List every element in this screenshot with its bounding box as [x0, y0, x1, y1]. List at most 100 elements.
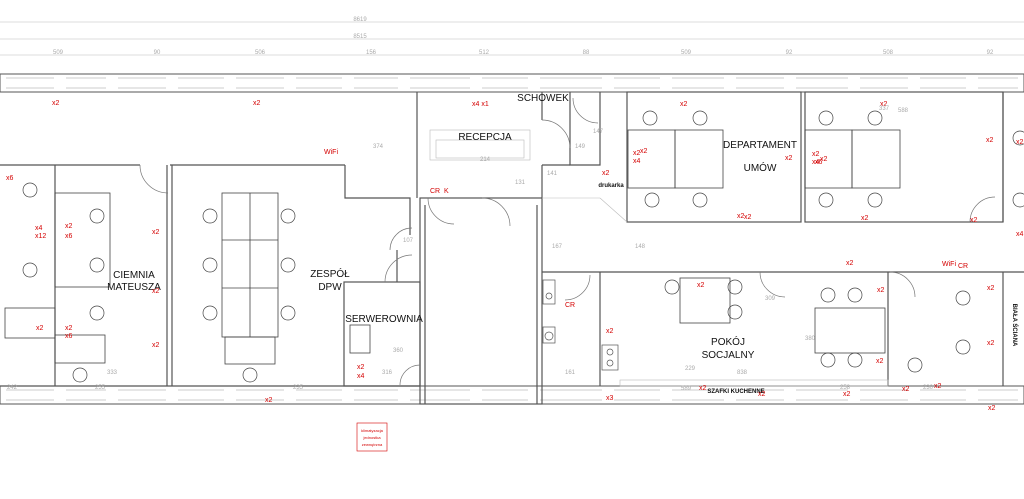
- socket-count-label: x6: [65, 333, 73, 340]
- room-dimension: 333: [107, 370, 118, 376]
- badge-cr: CR: [565, 302, 575, 309]
- room-dimension: 316: [382, 370, 393, 376]
- badge-wifi: WiFi: [324, 149, 338, 156]
- socket-count-label: x4: [812, 159, 820, 166]
- socket-count-label: x2: [152, 342, 160, 349]
- room-dimension: 360: [393, 348, 404, 354]
- chair-icon: [847, 352, 863, 368]
- socket-count-label: x6: [815, 159, 823, 166]
- chair-icon: [955, 290, 971, 306]
- chair-icon: [727, 279, 743, 295]
- room-label-zespol-line1: ZESPÓŁ: [310, 267, 350, 280]
- segment-dim: 509: [53, 50, 64, 56]
- socket-count-label: x12: [35, 233, 46, 240]
- label-biala-sciana: BIAŁA ŚCIANA: [1011, 304, 1018, 347]
- chair-icon: [867, 192, 883, 208]
- room-dimension: 588: [898, 108, 909, 114]
- door-swings: [139, 97, 996, 386]
- ac-unit-note-box: [356, 422, 388, 452]
- segment-dim: 92: [987, 50, 994, 56]
- dimension-lines: [0, 21, 1024, 56]
- socket-count-label: x2: [986, 137, 994, 144]
- socket-count-label: x4: [357, 373, 365, 380]
- socket-count-label: x6: [65, 233, 73, 240]
- segment-dim: 92: [786, 50, 793, 56]
- segment-dim: 90: [154, 50, 161, 56]
- segment-dim: 508: [883, 50, 894, 56]
- segment-dim: 156: [366, 50, 377, 56]
- badge-cr: CR: [430, 188, 440, 195]
- socket-count-label: x4: [633, 158, 641, 165]
- room-dimension: 214: [480, 157, 491, 163]
- socket-count-label: x2: [812, 151, 820, 158]
- segment-dim: 506: [255, 50, 266, 56]
- chair-icon: [22, 262, 38, 278]
- room-dimension: 258: [840, 385, 851, 391]
- socket-count-label: x2: [253, 100, 261, 107]
- chair-icon: [847, 287, 863, 303]
- chair-icon: [692, 110, 708, 126]
- chair-icon: [89, 305, 105, 321]
- label-szafki-kuchenne: SZAFKI KUCHENNE: [707, 389, 764, 395]
- chair-icon: [280, 208, 296, 224]
- interior-walls: [0, 91, 1024, 405]
- room-dimension: 147: [593, 129, 604, 135]
- room-dimension: 141: [547, 171, 558, 177]
- chair-icon: [22, 182, 38, 198]
- light-partitions: [429, 129, 889, 387]
- socket-count-label: x2: [744, 214, 752, 221]
- room-label-serwerownia: SERWEROWNIA: [345, 314, 423, 325]
- room-dimensions: 3742141071671411471311481491613092293373…: [7, 106, 934, 392]
- chair-icon: [280, 305, 296, 321]
- socket-count-label: x2: [970, 217, 978, 224]
- chair-icon: [72, 367, 88, 383]
- socket-count-label: x2: [987, 285, 995, 292]
- chair-icon: [820, 287, 836, 303]
- socket-count-label: x2: [1016, 139, 1024, 146]
- overall-dim-1: 8619: [353, 17, 367, 23]
- room-dimension: 589: [681, 386, 692, 392]
- socket-count-label: x2: [820, 156, 828, 163]
- room-label-pokoj-line2: SOCJALNY: [702, 350, 755, 361]
- chair-icon: [818, 192, 834, 208]
- chair-icon: [202, 257, 218, 273]
- chair-icon: [89, 257, 105, 273]
- socket-count-label: x2: [861, 215, 869, 222]
- room-dimension: 149: [575, 144, 586, 150]
- chair-icon: [644, 192, 660, 208]
- room-label-ciemnia-line2: MATEUSZA: [107, 282, 161, 293]
- windows-top: [6, 77, 1018, 89]
- socket-count-label: x2: [152, 288, 160, 295]
- overall-dim-2: 8515: [353, 34, 367, 40]
- socket-count-label: x2: [988, 405, 996, 412]
- room-dimension: 161: [565, 370, 576, 376]
- room-dimension: 380: [805, 336, 816, 342]
- socket-count-label: x2: [52, 100, 60, 107]
- chair-icon: [280, 257, 296, 273]
- badge-cr: CR: [958, 263, 968, 270]
- socket-count-label: x2: [876, 358, 884, 365]
- socket-count-label: x2: [902, 386, 910, 393]
- room-label-ciemnia-line1: CIEMNIA: [113, 270, 155, 281]
- socket-count-label: x2: [987, 340, 995, 347]
- socket-count-label: x2: [877, 287, 885, 294]
- socket-count-label: x2: [758, 391, 766, 398]
- socket-count-label: x2: [640, 148, 648, 155]
- chair-icon: [820, 352, 836, 368]
- room-dimension: 131: [515, 180, 526, 186]
- socket-count-label: x2: [633, 150, 641, 157]
- label-drukarka: drukarka: [598, 183, 624, 189]
- socket-count-label: x2: [697, 282, 705, 289]
- room-label-recepcja: RECEPCJA: [458, 132, 512, 143]
- chair-icon: [727, 304, 743, 320]
- socket-count-label: x4 x1: [472, 101, 489, 108]
- chair-icon: [242, 367, 258, 383]
- room-dimension: 167: [552, 244, 563, 250]
- socket-count-label: x2: [357, 364, 365, 371]
- chair-icon: [202, 208, 218, 224]
- chair-icon: [89, 208, 105, 224]
- socket-count-label: x4: [35, 225, 43, 232]
